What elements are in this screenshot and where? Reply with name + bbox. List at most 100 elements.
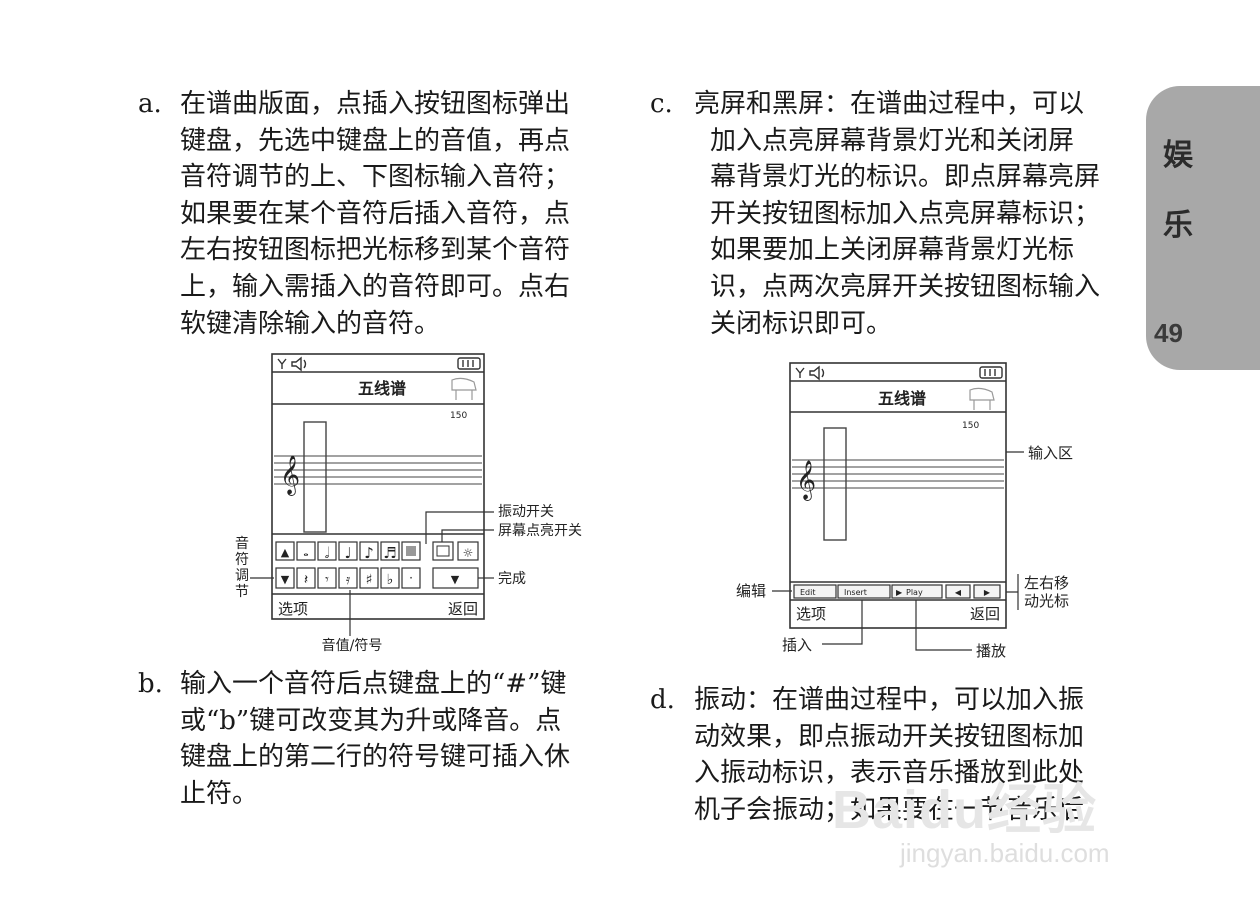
- whole-note-icon[interactable]: 𝅝: [303, 545, 308, 560]
- softkey-left[interactable]: 选项: [278, 600, 308, 618]
- up-arrow-icon[interactable]: ▲: [281, 546, 290, 559]
- callout-note-adjust-1: 音: [235, 535, 249, 552]
- sixteenth-note-icon[interactable]: ♬: [383, 544, 396, 562]
- callout-lines: [250, 511, 494, 636]
- section-char-2: 乐: [1163, 208, 1193, 243]
- move-right-button[interactable]: [973, 584, 1001, 599]
- keyboard-row-2[interactable]: [275, 567, 479, 589]
- bulb-icon[interactable]: ☼: [463, 546, 474, 560]
- paragraph-a: a. 在谱曲版面，点插入按钮图标弹出 键盘，先选中键盘上的音值，再点 音符调节的…: [138, 86, 620, 342]
- phone-screen-frame: [789, 362, 1007, 629]
- callout-input-area: 输入区: [1028, 444, 1073, 462]
- callout-edit: 编辑: [736, 582, 766, 600]
- text-line: 如果要加上关闭屏幕背景灯光标: [710, 235, 1075, 266]
- text-line: 左右按钮图标把光标移到某个音符: [180, 235, 571, 266]
- music-staff: [792, 459, 1004, 489]
- callout-move-1: 左右移: [1024, 574, 1069, 592]
- paragraph-d: d. 振动：在谱曲过程中，可以加入振 动效果，即点振动开关按钮图标加 入振动标识…: [650, 682, 1134, 828]
- flat-icon[interactable]: ♭: [387, 572, 394, 588]
- section-side-tab: 娱 乐 49: [1146, 86, 1260, 370]
- text-line: 亮屏和黑屏：在谱曲过程中，可以: [694, 89, 1085, 119]
- callout-move-2: 动光标: [1024, 592, 1069, 610]
- signal-icon: [795, 367, 805, 378]
- text-line: 开关按钮图标加入点亮屏幕标识；: [710, 198, 1101, 229]
- text-line: 关闭标识即可。: [710, 308, 893, 339]
- keyboard-row-1[interactable]: [275, 541, 479, 561]
- sixteenth-rest-icon[interactable]: 𝄿: [346, 572, 351, 588]
- screen-title: 五线谱: [358, 379, 406, 398]
- text-line: 或“b”键可改变其为升或降音。点: [180, 705, 562, 736]
- text-line: 键盘上的第二行的符号键可插入休: [180, 742, 571, 773]
- speaker-icon: [291, 356, 307, 372]
- vibrate-toggle-icon[interactable]: [406, 546, 416, 556]
- paragraph-b-text: 输入一个音符后点键盘上的“#”键 或“b”键可改变其为升或降音。点 键盘上的第二…: [180, 666, 620, 812]
- callout-note-adjust-4: 节: [235, 584, 249, 600]
- eighth-rest-icon[interactable]: 𝄾: [325, 572, 329, 588]
- dot-icon[interactable]: ·: [409, 571, 413, 585]
- move-left-button[interactable]: [945, 584, 971, 599]
- text-line: 动效果，即点振动开关按钮图标加: [694, 721, 1085, 752]
- softkey-right[interactable]: 返回: [448, 600, 478, 618]
- section-char-1: 娱: [1163, 138, 1193, 173]
- paragraph-c: c. 亮屏和黑屏：在谱曲过程中，可以 加入点亮屏幕背景灯光和关闭屏 幕背景灯光的…: [650, 86, 1134, 342]
- figure-1-keyboard-diagram: 五线谱 150 𝄞 ▲ 𝅝 𝅗𝅥 ♩ ♪ ♬ ☼ ▼ 𝄽 𝄾 𝄿 ♯ ♭ · ▼…: [235, 353, 582, 654]
- piano-icon: [969, 387, 995, 410]
- paragraph-c-text: 亮屏和黑屏：在谱曲过程中，可以 加入点亮屏幕背景灯光和关闭屏 幕背景灯光的标识。…: [694, 86, 1134, 342]
- edit-button-label: Edit: [800, 588, 816, 597]
- page-number: 49: [1154, 318, 1183, 348]
- signal-icon: [277, 358, 287, 369]
- phone-screen-frame: [271, 353, 485, 620]
- half-note-icon[interactable]: 𝅗𝅥: [325, 544, 330, 562]
- tempo-label: 150: [450, 411, 467, 421]
- text-line: 入振动标识，表示音乐播放到此处: [694, 758, 1085, 789]
- callout-lines: [772, 451, 1024, 651]
- text-line: 上，输入需插入的音符即可。点右: [180, 271, 571, 302]
- insert-button[interactable]: [837, 584, 891, 599]
- done-arrow-icon[interactable]: ▼: [451, 573, 460, 586]
- eighth-note-icon[interactable]: ♪: [364, 544, 374, 562]
- text-line: 幕背景灯光的标识。即点屏幕亮屏: [710, 162, 1101, 193]
- softkey-right[interactable]: 返回: [970, 605, 1000, 623]
- input-cursor-box: [303, 421, 327, 533]
- right-arrow-icon: ▶: [984, 588, 991, 597]
- insert-button-label: Insert: [844, 588, 867, 597]
- speaker-icon: [809, 365, 825, 381]
- item-label-b: b.: [138, 669, 163, 699]
- callout-insert: 插入: [782, 636, 812, 654]
- treble-clef-icon: 𝄞: [796, 460, 816, 501]
- callout-vibrate: 振动开关: [498, 504, 554, 520]
- left-arrow-icon: ◀: [955, 588, 962, 597]
- item-label-d: d.: [650, 685, 675, 715]
- watermark-url: jingyan.baidu.com: [900, 838, 1110, 868]
- text-line: 在谱曲版面，点插入按钮图标弹出: [180, 89, 571, 119]
- quarter-note-icon[interactable]: ♩: [344, 544, 351, 562]
- edit-button[interactable]: [793, 584, 837, 599]
- edit-toolbar: [793, 584, 1001, 599]
- callout-value-symbol: 音值/符号: [322, 637, 383, 654]
- play-button[interactable]: [891, 584, 943, 599]
- down-arrow-icon[interactable]: ▼: [281, 573, 290, 586]
- text-line: 如果要在某个音符后插入音符，点: [180, 198, 571, 229]
- paragraph-a-text: 在谱曲版面，点插入按钮图标弹出 键盘，先选中键盘上的音值，再点 音符调节的上、下…: [180, 86, 620, 342]
- callout-play: 播放: [976, 642, 1006, 660]
- text-line: 软键清除输入的音符。: [180, 308, 441, 339]
- callout-note-adjust-3: 调: [235, 568, 249, 584]
- battery-icon: [457, 357, 481, 370]
- screen-light-toggle-icon[interactable]: [436, 545, 450, 557]
- battery-icon: [979, 366, 1003, 379]
- text-line: 加入点亮屏幕背景灯光和关闭屏: [710, 125, 1075, 156]
- paragraph-b: b. 输入一个音符后点键盘上的“#”键 或“b”键可改变其为升或降音。点 键盘上…: [138, 666, 620, 812]
- text-line: 振动：在谱曲过程中，可以加入振: [694, 685, 1085, 715]
- softkey-left[interactable]: 选项: [796, 605, 826, 623]
- item-label-a: a.: [138, 89, 162, 119]
- play-button-label: Play: [906, 588, 923, 597]
- item-label-c: c.: [650, 89, 673, 119]
- quarter-rest-icon[interactable]: 𝄽: [304, 572, 308, 588]
- screen-title: 五线谱: [878, 389, 926, 408]
- text-line: 键盘，先选中键盘上的音值，再点: [180, 125, 571, 156]
- text-line: 识，点两次亮屏开关按钮图标输入: [710, 271, 1101, 302]
- text-line: 音符调节的上、下图标输入音符；: [180, 162, 571, 193]
- text-line: 止符。: [180, 778, 259, 809]
- watermark-logo: Baidu经验: [832, 780, 1098, 840]
- sharp-icon[interactable]: ♯: [366, 572, 373, 588]
